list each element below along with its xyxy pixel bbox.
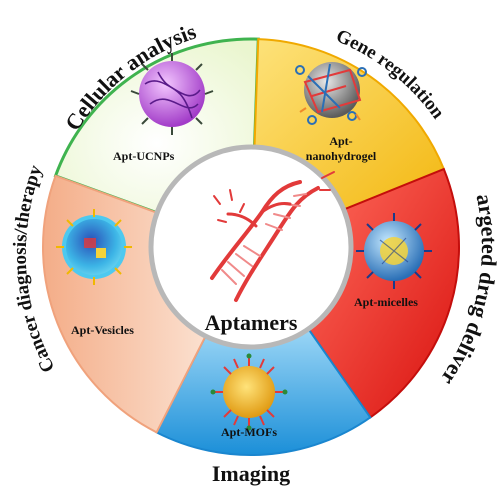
nanoparticle-nanohydrogel-icon — [295, 62, 367, 125]
label-apt-nanohydrogel-line2: nanohydrogel — [306, 149, 377, 163]
label-apt-nanohydrogel-line1: Apt- — [329, 134, 352, 148]
label-apt-vesicles: Apt-Vesicles — [71, 323, 134, 337]
nanoparticle-mofs-icon — [210, 353, 288, 431]
ring — [42, 37, 460, 456]
nanoparticle-ucnps-icon — [130, 53, 214, 135]
dna-helix-icon — [210, 171, 335, 302]
nanoparticle-vesicles-icon — [56, 209, 132, 285]
label-apt-mofs: Apt-MOFs — [221, 425, 277, 439]
outer-label-imaging: Imaging — [212, 461, 290, 486]
center-title: Aptamers — [205, 310, 298, 335]
label-apt-micelles: Apt-micelles — [354, 295, 418, 309]
nanoparticle-micelles-icon — [356, 213, 432, 289]
segment-labels: Apt-UCNPs Apt- nanohydrogel Apt-micelles… — [71, 134, 418, 439]
label-apt-ucnps: Apt-UCNPs — [113, 149, 175, 163]
center-disc — [148, 144, 354, 350]
